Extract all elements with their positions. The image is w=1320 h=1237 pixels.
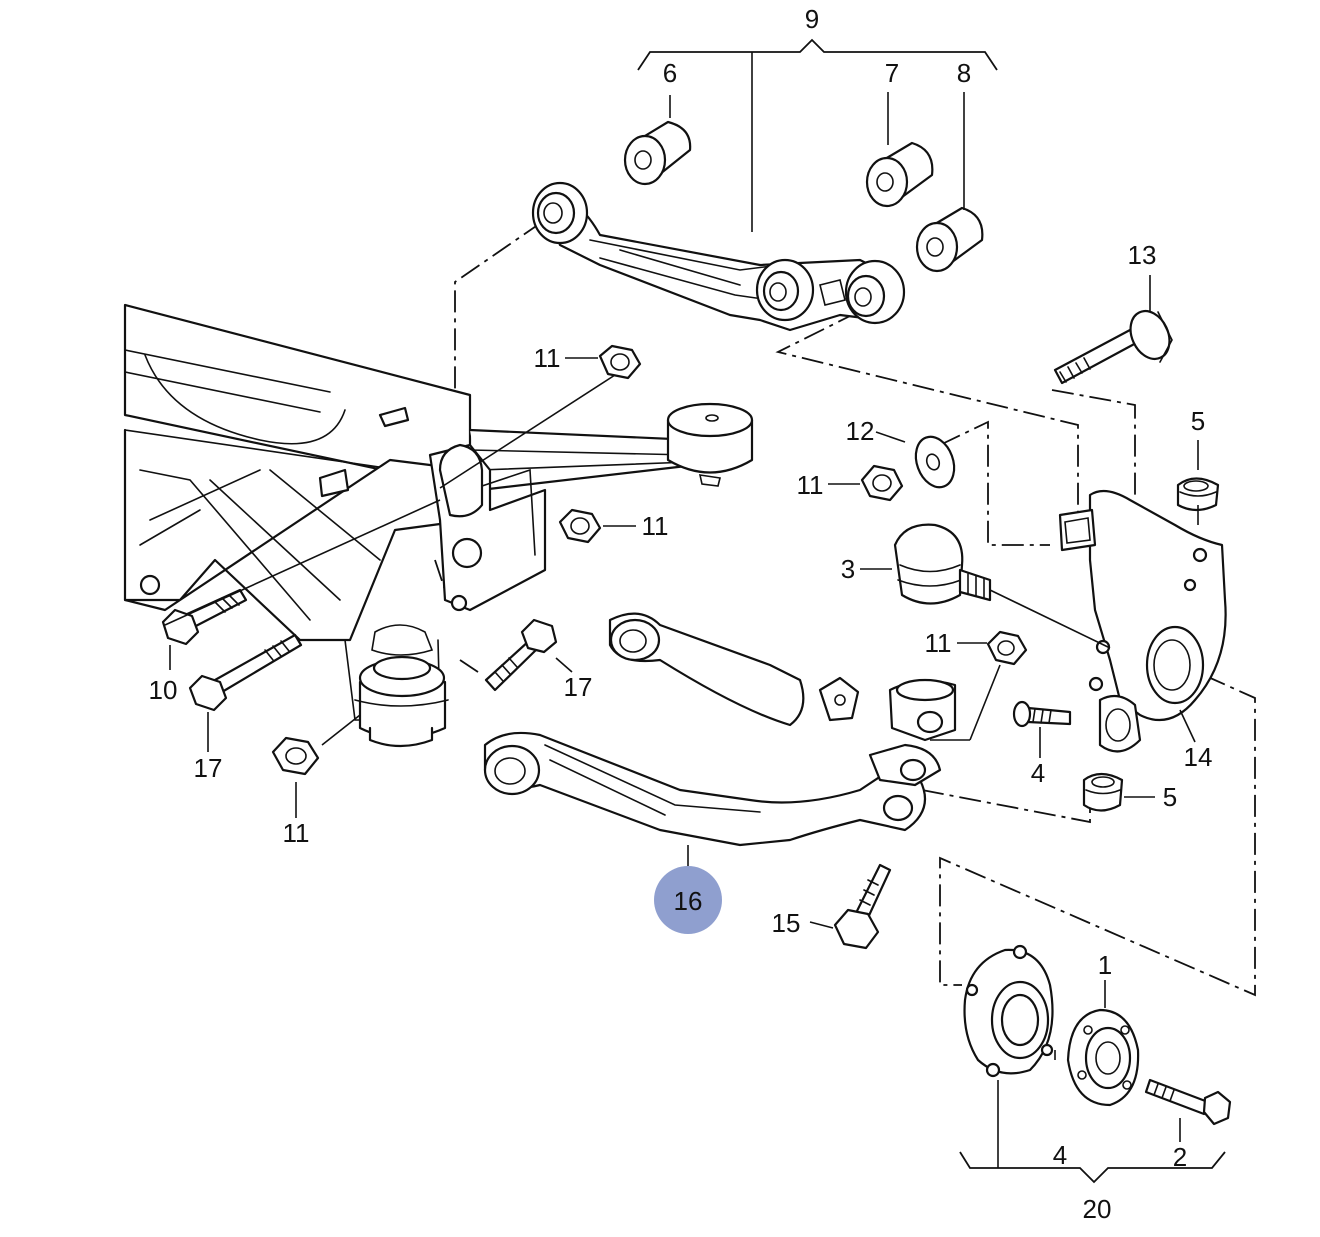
group-bracket-20 xyxy=(959,1151,1226,1184)
bolt-17-left xyxy=(188,633,303,712)
callout-17-center: 17 xyxy=(564,672,593,702)
callout-9: 9 xyxy=(805,4,819,34)
callout-15: 15 xyxy=(772,908,801,938)
nut-11-arm xyxy=(986,630,1028,666)
callout-6: 6 xyxy=(663,58,677,88)
callout-16: 16 xyxy=(674,886,703,916)
bolt-17-center xyxy=(484,618,558,692)
washer-12 xyxy=(914,435,956,489)
callout-11-bracket: 11 xyxy=(642,511,669,541)
subframe-mount-bushing xyxy=(354,624,449,748)
callout-2: 2 xyxy=(1173,1142,1187,1172)
wheel-hub-1 xyxy=(1066,1008,1140,1107)
upper-control-arm xyxy=(531,181,906,332)
callout-5-bottom: 5 xyxy=(1163,782,1177,812)
nut-11-top xyxy=(598,344,642,380)
callout-11-arm: 11 xyxy=(925,628,952,658)
highlight-circle xyxy=(654,866,722,934)
callout-8: 8 xyxy=(957,58,971,88)
callout-4-knuckle: 4 xyxy=(1031,758,1045,788)
bushing-7 xyxy=(865,141,934,208)
bushing-8 xyxy=(915,206,984,273)
callout-20: 20 xyxy=(1083,1194,1112,1224)
callout-11-top: 11 xyxy=(534,343,561,373)
spring-seat-mount xyxy=(666,402,754,487)
callout-10: 10 xyxy=(149,675,178,705)
callout-13: 13 xyxy=(1128,240,1157,270)
bushing-6 xyxy=(623,120,692,186)
wheel-bearing-housing xyxy=(963,944,1054,1078)
nut-11-knuckle xyxy=(860,464,904,502)
callout-17-left: 17 xyxy=(194,753,223,783)
nut-11-lower-left xyxy=(271,736,320,776)
callout-labels: 9 6 7 8 13 11 5 12 11 11 3 11 10 17 14 4… xyxy=(149,4,1213,1224)
callout-11-knuckle: 11 xyxy=(797,470,824,500)
nut-11-bracket xyxy=(558,508,602,544)
ball-joint-3 xyxy=(893,523,992,605)
bolt-4-knuckle xyxy=(1012,700,1072,728)
callout-14: 14 xyxy=(1184,742,1213,772)
callout-7: 7 xyxy=(885,58,899,88)
highlight-marker-16: 16 xyxy=(654,866,722,934)
callout-5-top: 5 xyxy=(1191,406,1205,436)
wheel-knuckle-14 xyxy=(1058,489,1227,753)
subframe xyxy=(123,303,697,721)
bolt-10 xyxy=(161,588,248,646)
alignment-lines xyxy=(434,221,1256,997)
stud-5-top xyxy=(1176,477,1220,512)
callout-11-lower-left: 11 xyxy=(283,818,310,848)
upper-transverse-link xyxy=(608,612,957,742)
callout-3: 3 xyxy=(841,554,855,584)
callout-1: 1 xyxy=(1098,950,1112,980)
callout-4-bearing: 4 xyxy=(1053,1140,1067,1170)
bolt-15 xyxy=(833,863,892,950)
stud-5-bottom xyxy=(1082,772,1124,812)
leader-lines xyxy=(164,92,1199,1168)
lower-control-arm-16 xyxy=(483,731,942,847)
group-bracket-9 xyxy=(637,38,998,232)
callout-12: 12 xyxy=(846,416,875,446)
bolt-13 xyxy=(1053,309,1173,385)
bolt-2-hub xyxy=(1144,1078,1232,1126)
